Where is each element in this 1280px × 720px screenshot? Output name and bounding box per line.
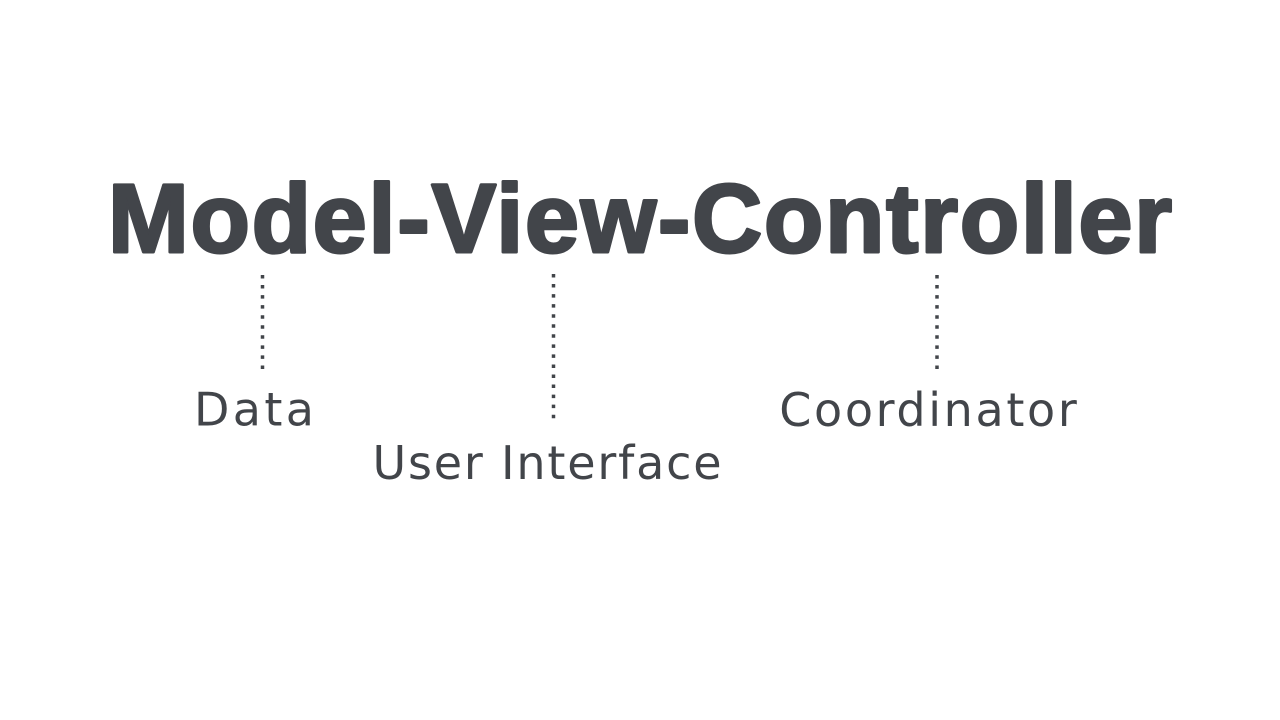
label-coordinator: Coordinator bbox=[779, 383, 1077, 437]
slide-title: Model-View-Controller bbox=[108, 164, 1172, 273]
label-user-interface: User Interface bbox=[373, 436, 722, 490]
label-data: Data bbox=[194, 383, 314, 437]
